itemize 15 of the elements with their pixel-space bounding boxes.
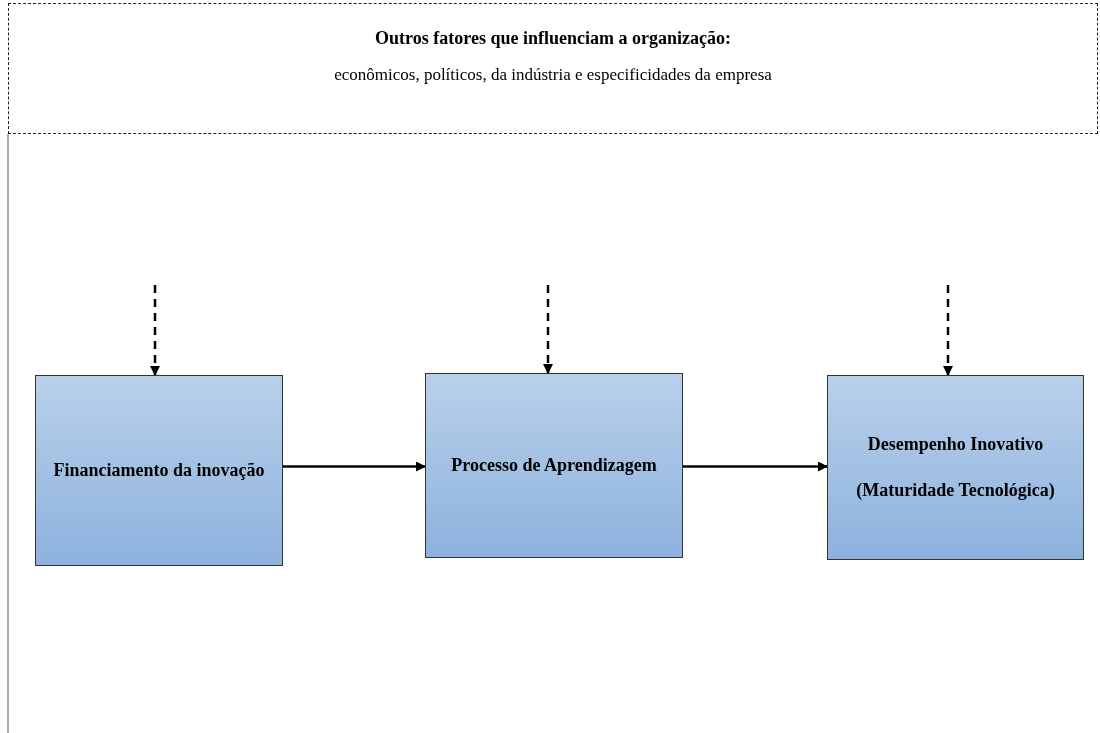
box-label: Financiamento da inovação (53, 458, 265, 482)
process-box (35, 375, 283, 566)
arrow (943, 285, 953, 376)
box-label: Desempenho Inovativo (867, 433, 1044, 457)
process-box (425, 373, 683, 558)
arrow (283, 461, 426, 472)
arrow (543, 285, 553, 374)
note-text: econômicos, políticos, da indústria e especificidades da empresa (334, 65, 772, 85)
note-box (8, 3, 1098, 134)
box-label: Processo de Aprendizagem (451, 453, 657, 477)
arrow (683, 461, 828, 472)
arrow (150, 285, 160, 376)
note-heading: Outros fatores que influenciam a organização: (375, 28, 731, 49)
process-box (827, 375, 1084, 560)
box-label: (Maturidade Tecnológica) (856, 478, 1055, 502)
